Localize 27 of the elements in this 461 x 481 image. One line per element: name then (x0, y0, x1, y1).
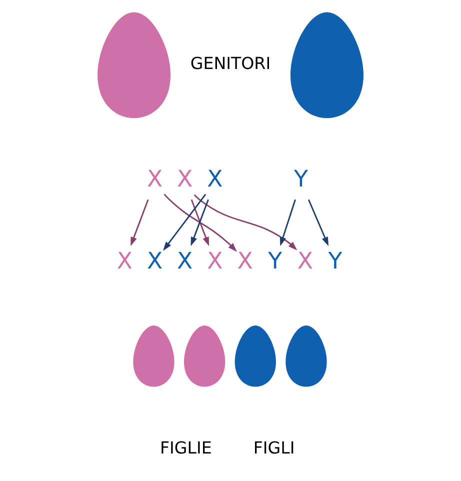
node-text: X (177, 166, 193, 193)
node-text: X (297, 248, 313, 275)
node-text: X (146, 166, 163, 193)
node-text: X (146, 248, 163, 275)
arrow (130, 199, 149, 246)
node-person (133, 326, 174, 387)
node-person (290, 12, 364, 118)
label: FIGLIE (160, 438, 212, 458)
node-text: Y (268, 248, 282, 275)
node-text: X (207, 248, 223, 275)
node-person (184, 326, 226, 387)
node-person (234, 326, 276, 387)
arrow (163, 194, 206, 251)
node-text: X (116, 248, 133, 275)
label: GENITORI (190, 54, 271, 74)
node-person (98, 12, 171, 118)
arrow (308, 199, 329, 246)
arrow (194, 194, 298, 250)
node-text: X (207, 166, 223, 193)
node-text: Y (294, 166, 308, 193)
node-text: X (237, 248, 253, 275)
arrow (280, 199, 296, 246)
arrow (164, 194, 237, 252)
node-text: Y (328, 248, 342, 275)
node-person (286, 326, 327, 387)
label: FIGLI (253, 438, 295, 458)
node-text: X (177, 248, 193, 275)
